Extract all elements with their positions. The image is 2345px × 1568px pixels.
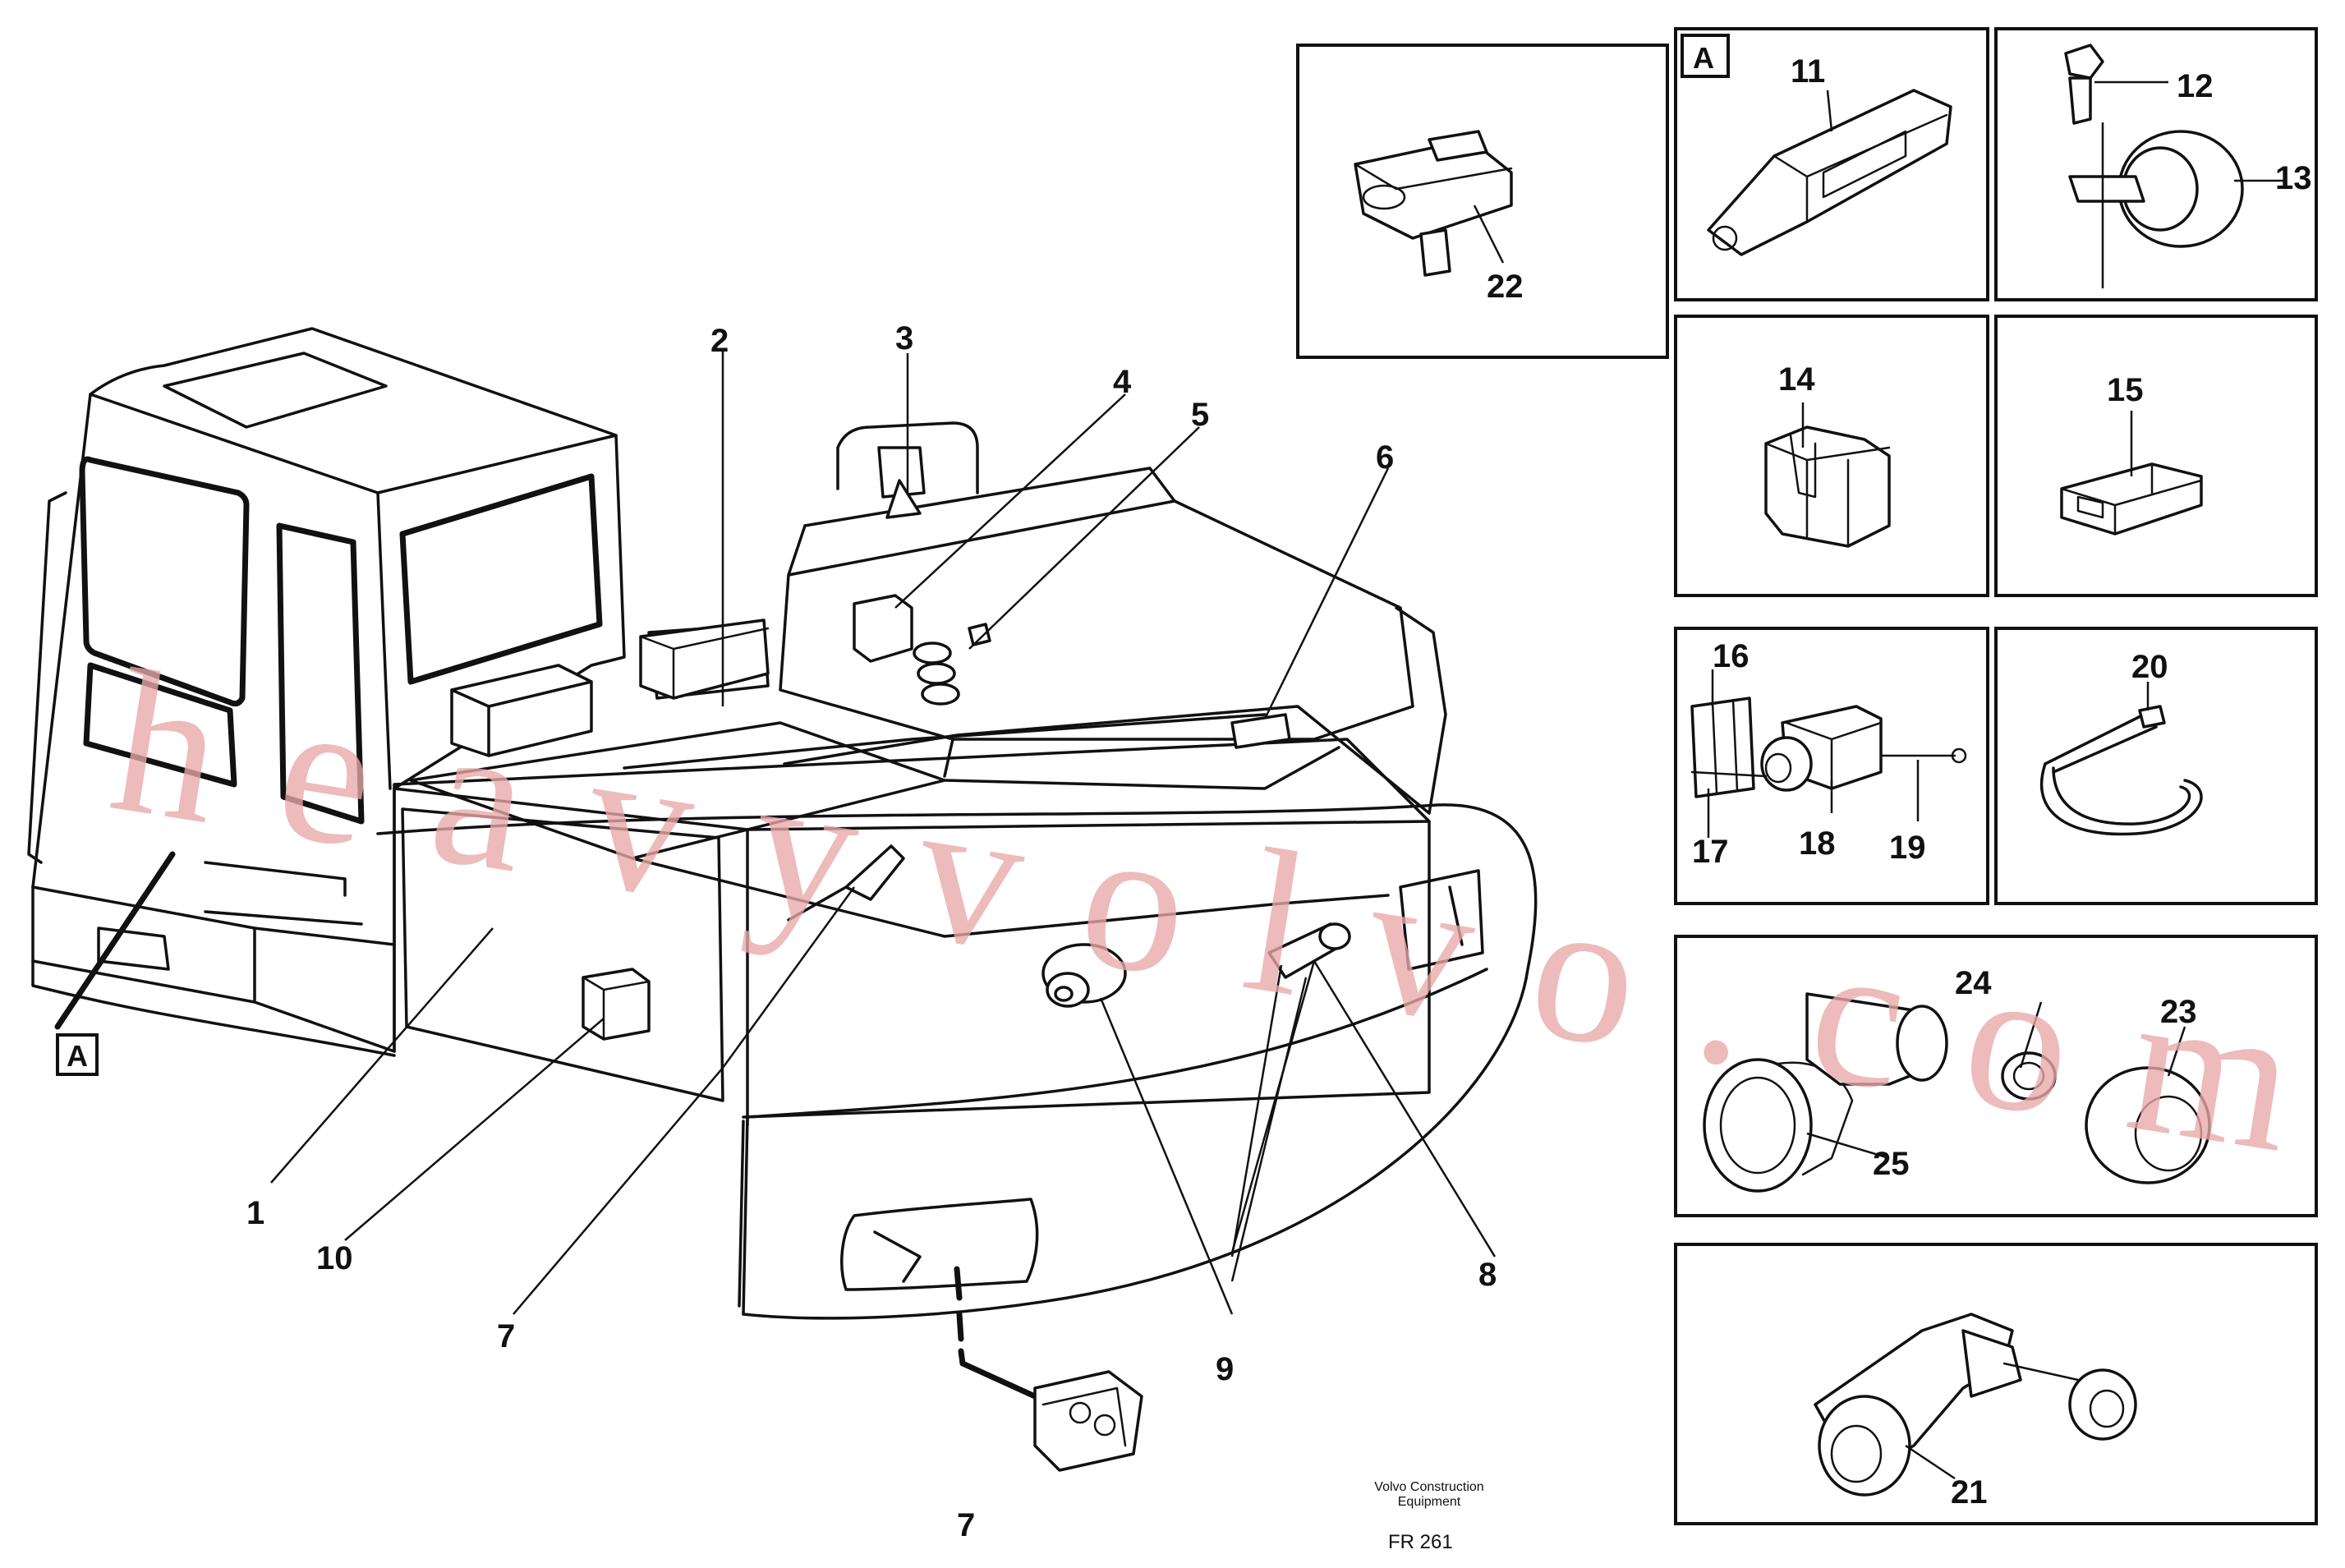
detail-panel-22: [1296, 44, 1669, 359]
detail-panel-20: [1994, 627, 2318, 905]
machine-mounted-parts: [56, 446, 1351, 1472]
callout-17: 17: [1692, 834, 1729, 870]
figure-code: FR 261: [1388, 1531, 1453, 1553]
detail-panel-15: [1994, 315, 2318, 597]
callout-3: 3: [895, 320, 913, 356]
figure-footer: Volvo Construction Equipment FR 261: [1374, 1480, 1483, 1553]
callout-15: 15: [2107, 372, 2144, 408]
company-line-2: Equipment: [1398, 1495, 1461, 1509]
company-line-1: Volvo Construction: [1374, 1480, 1483, 1494]
callout-21: 21: [1951, 1474, 1988, 1511]
detail-panel-14: [1674, 315, 1989, 597]
callout-19: 19: [1889, 830, 1926, 866]
detail-marker-main: A: [67, 1039, 88, 1073]
callout-25: 25: [1873, 1146, 1910, 1182]
callout-7-upper: 7: [497, 1318, 515, 1354]
callout-1: 1: [246, 1195, 264, 1231]
callout-5: 5: [1191, 397, 1209, 433]
callout-18: 18: [1799, 825, 1836, 862]
callout-13: 13: [2275, 160, 2312, 196]
callout-8: 8: [1478, 1257, 1497, 1293]
callout-23: 23: [2160, 994, 2197, 1030]
callout-6: 6: [1376, 439, 1394, 476]
detail-marker-panel: A: [1693, 41, 1714, 75]
callout-16: 16: [1713, 638, 1750, 674]
callout-7-lower: 7: [957, 1507, 975, 1543]
detail-panel-16-19: [1674, 627, 1989, 905]
main-leader-lines: [270, 349, 1497, 1315]
detail-panel-23-25: [1674, 935, 2318, 1217]
callout-22: 22: [1487, 269, 1524, 305]
callout-11: 11: [1791, 53, 1825, 90]
callout-10: 10: [316, 1240, 353, 1276]
callout-24: 24: [1955, 965, 1992, 1001]
callout-4: 4: [1113, 364, 1132, 400]
callout-14: 14: [1778, 361, 1815, 398]
detail-panel-21: [1674, 1243, 2318, 1525]
callout-labels: 2 3 4 5 6 1 10 7 9 8 7 22 11 12 13 14 15…: [67, 41, 2312, 1543]
detail-panel-12-13: [1994, 27, 2318, 301]
callout-2: 2: [710, 323, 729, 359]
callout-20: 20: [2131, 649, 2168, 685]
detail-panel-11: [1674, 27, 1989, 301]
callout-12: 12: [2177, 68, 2214, 104]
callout-9: 9: [1216, 1351, 1234, 1387]
